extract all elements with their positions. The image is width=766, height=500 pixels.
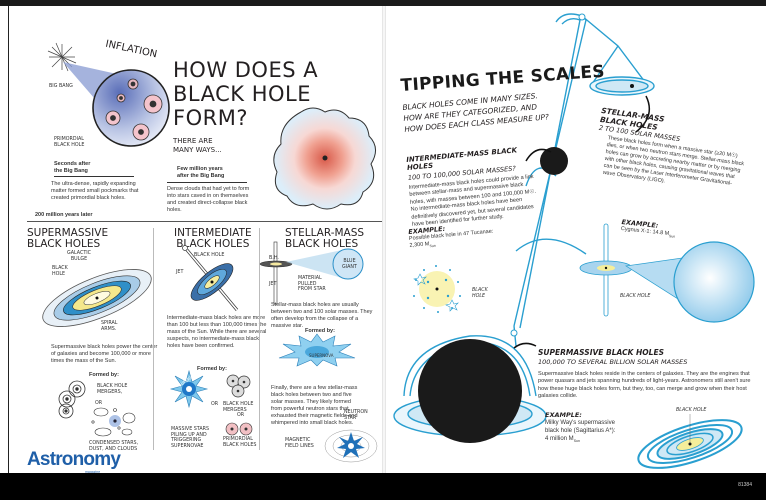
- intermediate-form-mergers: BLACK HOLE MERGERS OR: [223, 402, 254, 419]
- stellar-binary-diagram: [259, 241, 364, 305]
- intermediate-form-primordial: PRIMORDIAL BLACK HOLES: [223, 437, 257, 448]
- column-divider-1: [153, 228, 154, 450]
- intermediate-caption: Intermediate-mass black holes are more t…: [167, 315, 267, 349]
- top-border: [0, 0, 766, 6]
- primordial-swirls-icon: [225, 422, 253, 436]
- supernova-burst-icon: [169, 369, 209, 409]
- page-spine: [382, 6, 386, 473]
- timeline-line: [54, 176, 134, 177]
- intermediate-title: INTERMEDIATE BLACK HOLES: [174, 227, 252, 250]
- neutron-star-label: NEUTRON STAR: [344, 410, 368, 421]
- galactic-bulge-label: GALACTIC BULGE: [67, 251, 92, 262]
- stellar-supernova-label: SUPERNOVA: [309, 353, 334, 358]
- material-pulled-label: MATERIAL PULLED FROM STAR: [298, 276, 326, 293]
- collapsing-cloud-diagram: [273, 107, 376, 210]
- later-label: 200 million years later: [35, 212, 93, 218]
- supermassive-title: SUPERMASSIVE BLACK HOLES: [27, 227, 109, 250]
- black-hole-label: BLACK HOLE: [52, 266, 68, 277]
- formed-by-mergers: BLACK HOLE MERGERS,: [97, 384, 128, 395]
- inflation-diagram: [63, 62, 170, 147]
- balance-scale-illustration: [393, 13, 655, 443]
- merger-swirls-icon: [58, 380, 86, 419]
- column-divider-2: [259, 228, 260, 450]
- dust-clouds-icon: [91, 407, 136, 437]
- right-page: TIPPING THE SCALES Black holes come in m…: [386, 6, 761, 473]
- astronomy-logo: Astronomy: [27, 449, 121, 470]
- big-bang-label: BIG BANG: [49, 84, 73, 89]
- intermediate-disk-diagram: [182, 245, 239, 311]
- formed-by-condensed: CONDENSED STARS, DUST, AND CLOUDS: [89, 441, 139, 452]
- formed-by-label: Formed by:: [89, 372, 119, 378]
- stellar-caption: Stellar-mass black holes are usually bet…: [271, 302, 373, 329]
- cygnus-bh-label: BLACK HOLE: [620, 294, 651, 299]
- timeline-seconds: Seconds after the Big Bang: [54, 161, 91, 174]
- stellar-jet-label: JET: [269, 282, 277, 287]
- primordial-label: PRIMORDIAL BLACK HOLE: [54, 137, 85, 148]
- intermediate-or-1: OR: [211, 402, 219, 407]
- stellar-formed-by: Formed by:: [305, 328, 335, 334]
- intermediate-section: Intermediate-mass black holes 100 to 100…: [406, 145, 542, 229]
- blue-giant-label: BLUE GIANT: [342, 259, 357, 270]
- timeline-line-2: [167, 182, 247, 183]
- cluster-bh-label: BLACK HOLE: [472, 288, 488, 299]
- supermassive-range: 100,000 to several billion solar masses: [538, 358, 688, 366]
- milky-way-diagram: [637, 414, 743, 469]
- direct-collapse-caption: Dense clouds that had yet to form into s…: [167, 186, 250, 213]
- neutron-star-diagram: [324, 429, 378, 463]
- cygnus-x1-diagram: [579, 223, 755, 323]
- jet-label: JET: [176, 270, 184, 275]
- star-cluster-diagram: [413, 265, 461, 313]
- milky-way-bh-label: BLACK HOLE: [676, 408, 707, 413]
- supermassive-example: Example: Milky Way's supermassive black …: [545, 411, 616, 444]
- intermediate-bh-label: BLACK HOLE: [194, 253, 225, 258]
- page-code: 81384: [738, 482, 752, 488]
- inflation-caption: The ultra-dense, rapidly expanding matte…: [51, 181, 139, 201]
- merger-swirls-icon-2: [226, 374, 251, 398]
- spiral-arms-label: SPIRAL ARMS.: [101, 321, 118, 332]
- left-page: INFLATION BIG BANG PRIMORDIAL BLACK HOLE…: [8, 6, 382, 473]
- intermediate-formed-by: Formed by:: [197, 366, 227, 372]
- stellar-caption-2: Finally, there are a few stellar-mass bl…: [271, 385, 358, 426]
- magnetic-field-label: MAGNETIC FIELD LINES: [285, 438, 314, 449]
- supermassive-section: Supermassive black holes 100,000 to seve…: [538, 348, 756, 401]
- stellar-title: STELLAR-MASS BLACK HOLES: [285, 227, 365, 250]
- logo-subtitle: magazine: [85, 470, 101, 473]
- intermediate-form-stars: MASSIVE STARS PILING UP AND TRIGGERING S…: [171, 427, 210, 449]
- or-label: OR: [95, 401, 103, 406]
- bottom-border: [0, 473, 766, 500]
- timeline-million: Few million years after the Big Bang: [177, 166, 225, 179]
- stellar-bh-label: B.H.: [269, 256, 279, 261]
- page-title: HOW DOES A BLACK HOLE FORM?: [173, 58, 319, 130]
- supermassive-heading: Supermassive black holes: [538, 348, 664, 357]
- section-divider: [27, 221, 382, 222]
- page-subtitle: THERE ARE MANY WAYS...: [173, 137, 222, 154]
- supermassive-caption: Supermassive black holes power the cente…: [51, 344, 158, 364]
- spiral-galaxy-diagram: [42, 269, 152, 327]
- supernova-burst-icon-2: [278, 333, 356, 367]
- supermassive-body: Supermassive black holes reside in the c…: [538, 371, 751, 400]
